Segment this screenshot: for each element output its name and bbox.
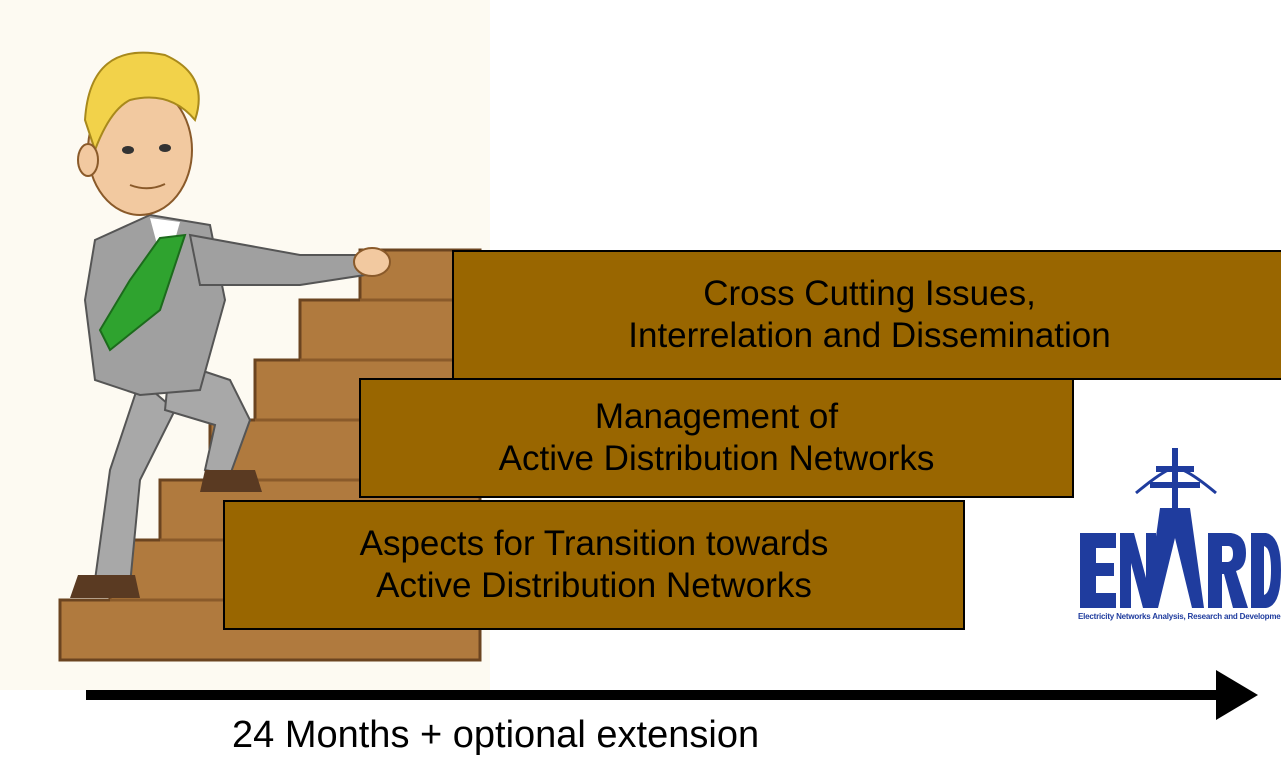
logo-caption: Electricity Networks Analysis, Research … xyxy=(1078,612,1281,621)
step-aspects-line2: Active Distribution Networks xyxy=(376,566,812,605)
step-management-line1: Management of xyxy=(594,397,839,436)
timeline-arrow xyxy=(86,670,1258,720)
timeline-shaft xyxy=(86,690,1221,700)
arrow-right-icon xyxy=(1216,670,1258,720)
step-aspects-line1: Aspects for Transition towards xyxy=(359,524,829,563)
timeline-label: 24 Months + optional extension xyxy=(232,714,760,756)
step-cross-cutting-line2: Interrelation and Dissemination xyxy=(628,316,1111,355)
man-torso xyxy=(83,213,391,397)
step-management: Management of Active Distribution Networ… xyxy=(359,378,1074,498)
step-cross-cutting-line1: Cross Cutting Issues, xyxy=(703,274,1036,313)
step-aspects-transition: Aspects for Transition towards Active Di… xyxy=(223,500,965,630)
step-management-line2: Active Distribution Networks xyxy=(498,439,935,478)
enard-pylon-logo xyxy=(1080,448,1281,608)
man-head xyxy=(77,51,200,216)
step-cross-cutting-issues: Cross Cutting Issues, Interrelation and … xyxy=(452,250,1281,380)
